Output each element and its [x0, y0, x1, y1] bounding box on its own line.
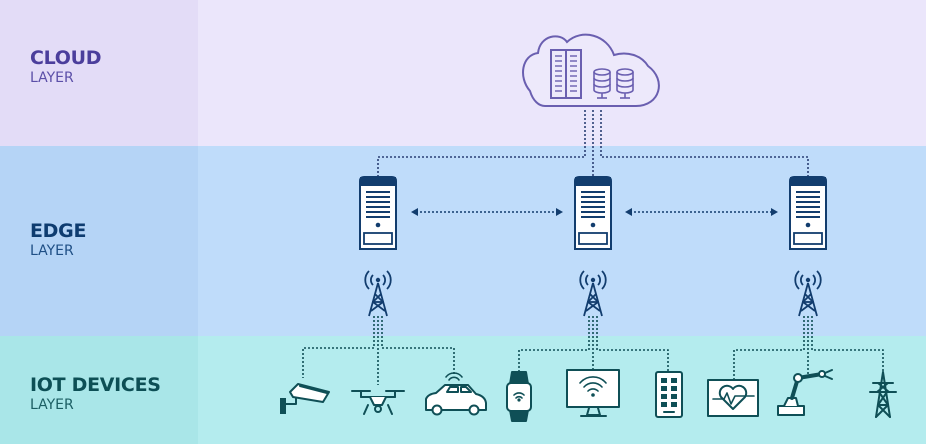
edge-server-icon-3 — [789, 176, 827, 250]
cloud-layer-title: CLOUD — [30, 47, 102, 69]
edge-layer-subtitle: LAYER — [30, 243, 74, 259]
cloud-layer-side-panel — [0, 0, 198, 146]
edge-server-icon-1 — [359, 176, 397, 250]
cloud-layer-subtitle: LAYER — [30, 70, 74, 86]
security-camera-icon — [280, 383, 330, 414]
cell-tower-icon-3 — [794, 270, 822, 317]
iot-layer-side-panel — [0, 336, 198, 444]
iot-layer-subtitle: LAYER — [30, 397, 74, 413]
drone-icon — [351, 390, 405, 415]
iot-layer-label: IOT DEVICES LAYER — [30, 374, 161, 414]
edge-layer-label: EDGE LAYER — [30, 220, 86, 260]
iot-layer-title: IOT DEVICES — [30, 374, 161, 396]
edge-layer-title: EDGE — [30, 220, 87, 242]
heart-monitor-icon — [707, 379, 759, 417]
edge-layer-band: EDGE LAYER — [0, 146, 926, 336]
cloud-server-icon — [522, 33, 660, 107]
cloud-layer-band: CLOUD LAYER — [0, 0, 926, 146]
cell-tower-icon-1 — [364, 270, 392, 317]
edge-peer-links — [411, 208, 778, 216]
wifi-monitor-icon — [566, 369, 620, 417]
edge-layer-side-panel — [0, 146, 198, 336]
smartphone-icon — [655, 371, 683, 418]
robot-arm-icon — [777, 369, 833, 416]
smartwatch-icon — [506, 371, 532, 422]
tower-device-links — [302, 316, 884, 385]
cell-tower-icon-2 — [579, 270, 607, 317]
cloud-edge-links — [377, 110, 809, 178]
connected-car-icon — [425, 372, 487, 416]
cloud-layer-label: CLOUD LAYER — [30, 47, 102, 87]
edge-server-icon-2 — [574, 176, 612, 250]
power-pylon-icon — [869, 371, 897, 418]
